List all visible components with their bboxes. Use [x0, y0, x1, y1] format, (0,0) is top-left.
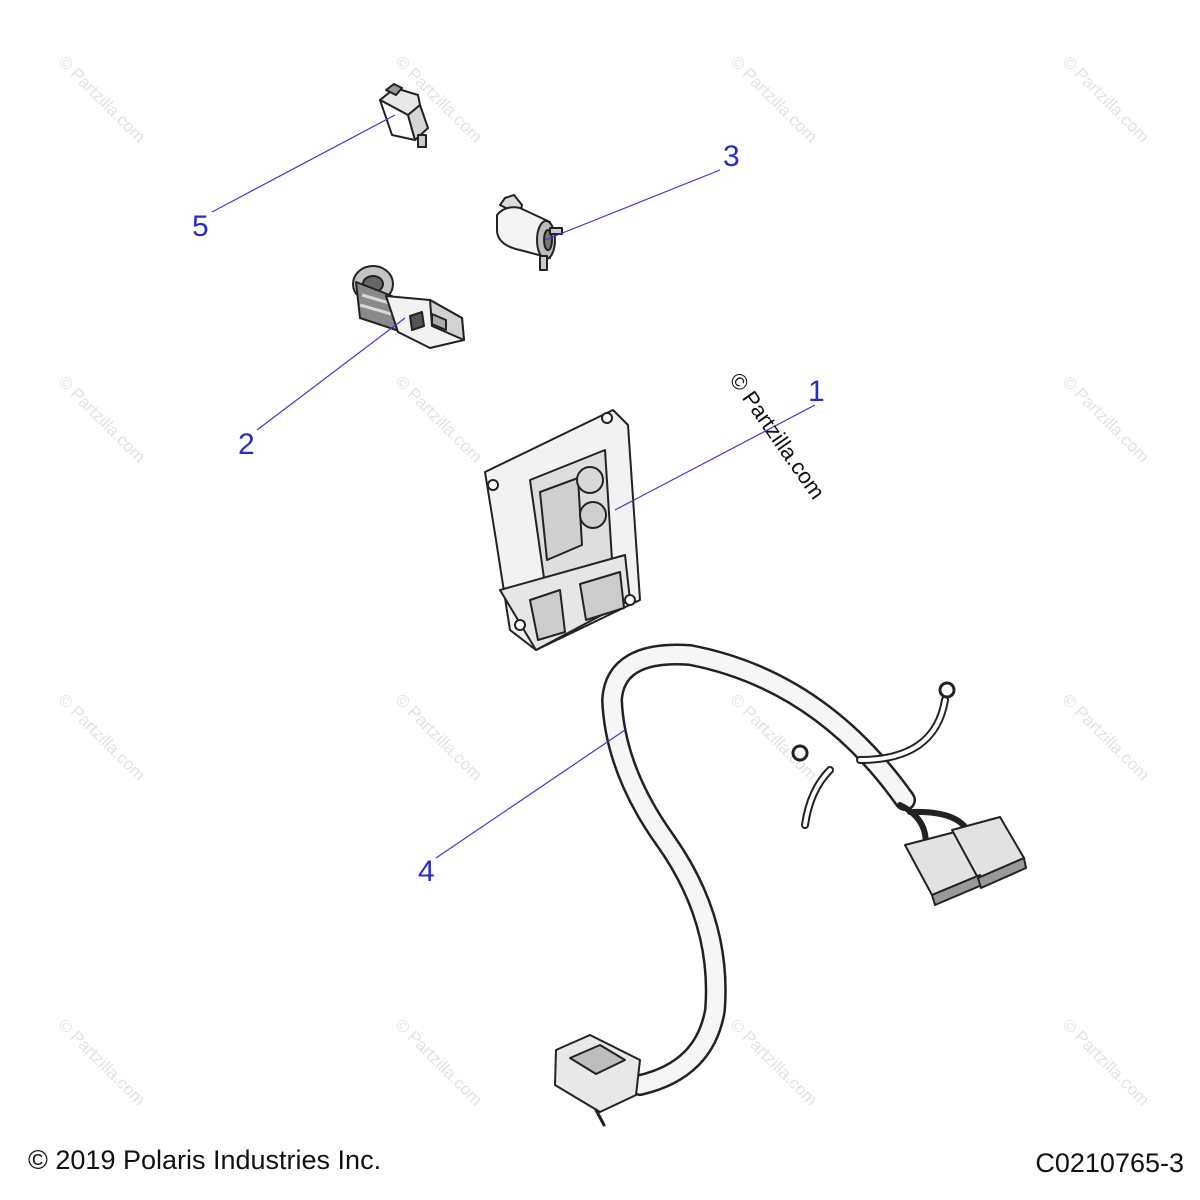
leader-line-3 — [544, 169, 721, 241]
leader-line-2 — [256, 317, 406, 431]
callout-2: 2 — [238, 428, 255, 461]
callout-3: 3 — [723, 140, 740, 173]
part-2-switch — [352, 265, 465, 349]
callout-5: 5 — [192, 210, 209, 243]
leader-line-4 — [435, 729, 626, 859]
diagram-code: C0210765-3 — [1035, 1148, 1184, 1178]
leader-lines — [211, 114, 816, 859]
callout-4: 4 — [418, 855, 435, 888]
part-5-switch — [379, 83, 429, 148]
leader-line-1 — [614, 404, 816, 511]
leader-line-5 — [211, 114, 396, 213]
callout-1: 1 — [808, 375, 825, 408]
part-1-ecu — [484, 409, 641, 651]
part-3-switch — [496, 194, 563, 271]
part-4-harness — [554, 643, 1027, 1127]
copyright-text: © 2019 Polaris Industries Inc. — [28, 1145, 382, 1175]
